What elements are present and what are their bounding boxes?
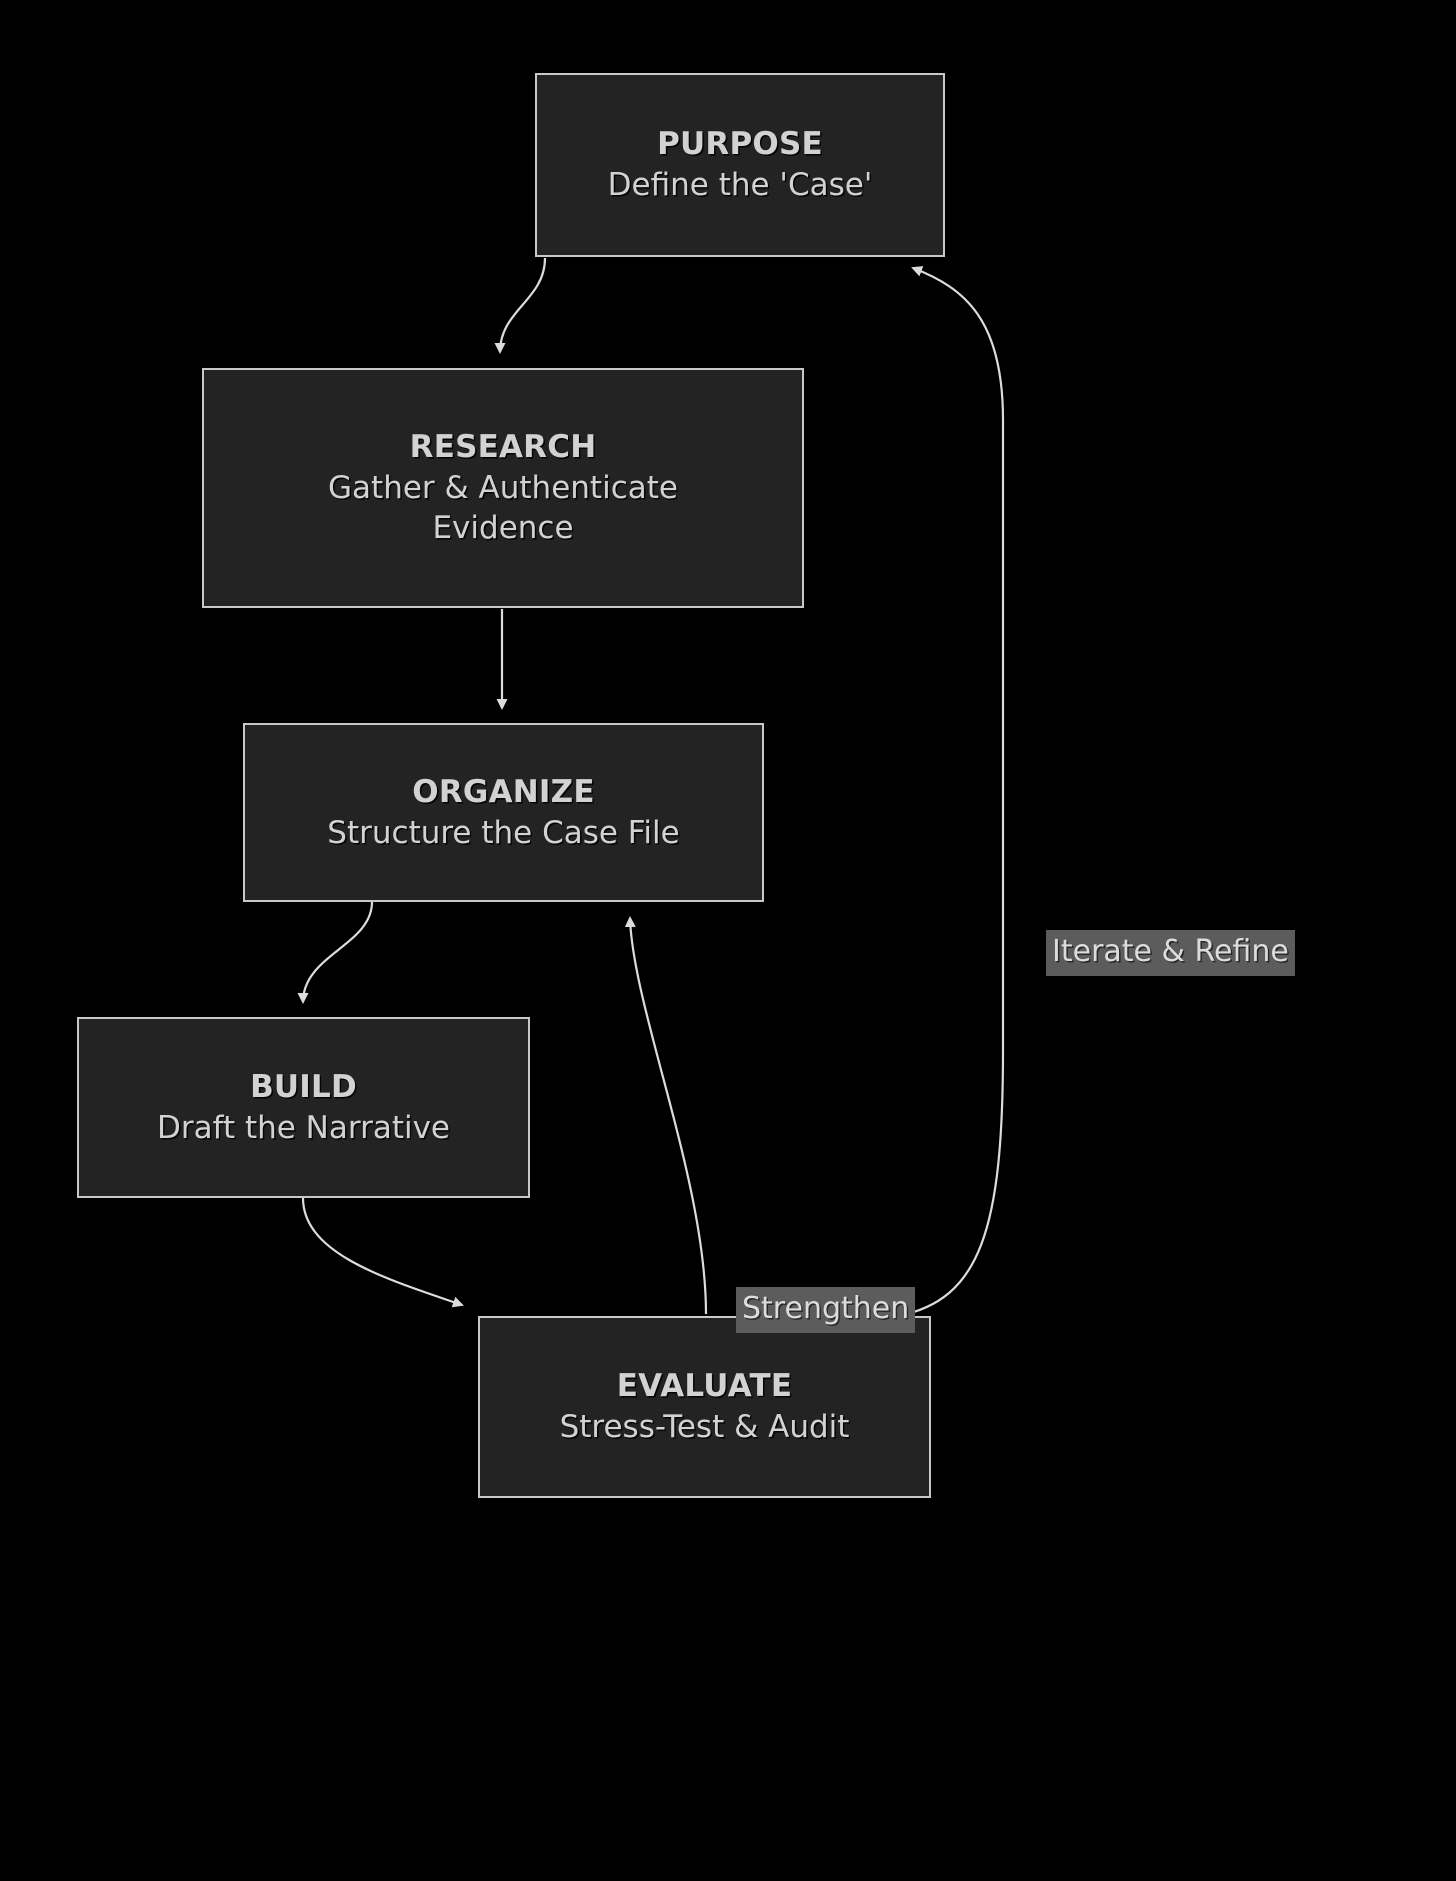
node-evaluate-subtitle: Stress-Test & Audit xyxy=(559,1409,850,1445)
edge-build-evaluate xyxy=(301,1197,464,1308)
node-research-subtitle: Gather & Authenticate Evidence xyxy=(328,469,678,547)
edge-organize-build xyxy=(297,901,374,1004)
node-purpose-title: PURPOSE xyxy=(657,126,823,163)
node-build-subtitle: Draft the Narrative xyxy=(156,1109,451,1146)
node-evaluate-title: EVALUATE xyxy=(616,1368,793,1405)
node-research[interactable]: RESEARCH Gather & Authenticate Evidence xyxy=(202,368,804,608)
edge-purpose-research xyxy=(494,257,547,354)
node-build[interactable]: BUILD Draft the Narrative xyxy=(77,1017,530,1198)
node-evaluate[interactable]: EVALUATE Stress-Test & Audit xyxy=(478,1316,931,1498)
edge-evaluate-organize xyxy=(624,916,708,1315)
edge-evaluate-purpose xyxy=(897,266,1005,1318)
node-organize-subtitle: Structure the Case File xyxy=(327,814,680,851)
node-purpose-subtitle: Define the 'Case' xyxy=(607,167,873,203)
node-research-title: RESEARCH xyxy=(409,428,597,465)
node-build-title: BUILD xyxy=(250,1068,357,1105)
node-organize-title: ORGANIZE xyxy=(412,773,595,810)
edge-label-iterate-refine: Iterate & Refine xyxy=(1046,930,1295,976)
edge-label-strengthen: Strengthen xyxy=(736,1287,916,1333)
node-purpose[interactable]: PURPOSE Define the 'Case' xyxy=(535,73,945,257)
node-organize[interactable]: ORGANIZE Structure the Case File xyxy=(243,723,764,902)
